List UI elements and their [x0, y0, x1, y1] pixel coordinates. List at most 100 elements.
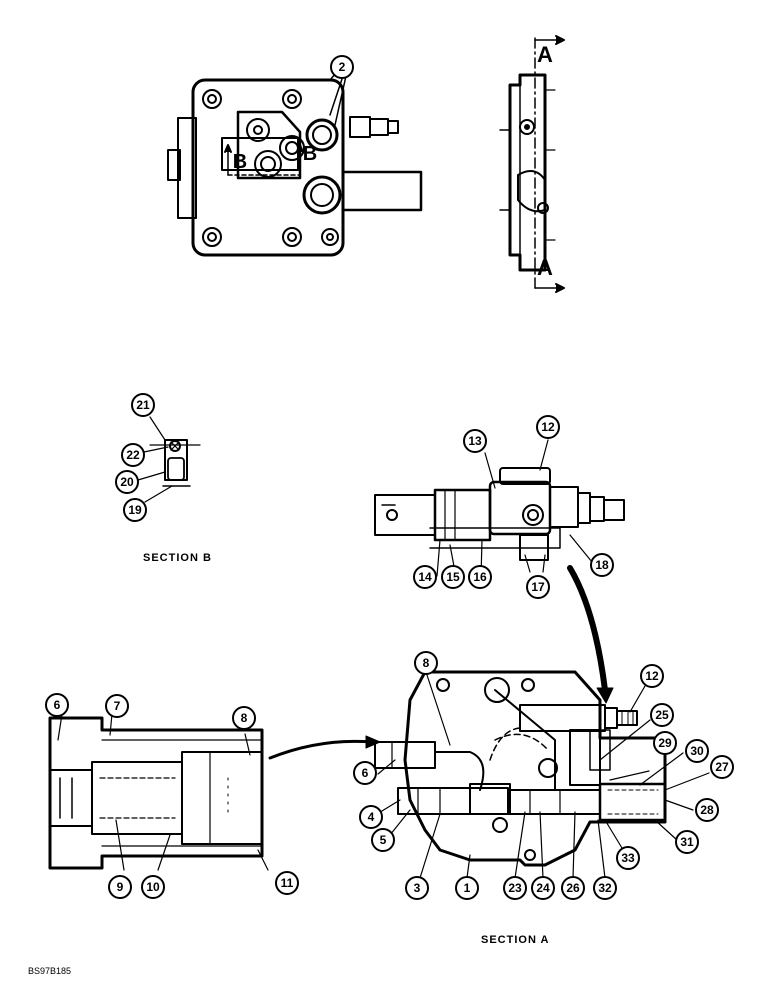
callout-number: 8 — [423, 656, 430, 670]
callout-circle — [463, 429, 487, 453]
callout-number: 7 — [114, 699, 121, 713]
callout-circle — [526, 575, 550, 599]
section-b-detail — [137, 416, 201, 503]
callout-number: 32 — [598, 881, 612, 895]
callout-number: 13 — [468, 434, 482, 448]
relief-valve-assembly — [374, 439, 625, 578]
callout-number: 8 — [241, 711, 248, 725]
callout-23: 23 — [503, 876, 527, 900]
section-a-mark-bottom: A — [537, 255, 553, 280]
callout-5: 5 — [371, 828, 395, 852]
callout-circle — [275, 871, 299, 895]
callout-number: 33 — [621, 851, 635, 865]
callout-circle — [330, 55, 354, 79]
callout-32: 32 — [593, 876, 617, 900]
callout-circle — [441, 565, 465, 589]
callout-number: 4 — [368, 810, 375, 824]
callout-6: 6 — [353, 761, 377, 785]
callout-circle — [536, 415, 560, 439]
callout-number: 30 — [690, 744, 704, 758]
callout-10: 10 — [141, 875, 165, 899]
callout-11: 11 — [275, 871, 299, 895]
section-b-caption: SECTION B — [143, 552, 212, 564]
callout-12: 12 — [640, 664, 664, 688]
callout-number: 3 — [414, 881, 421, 895]
callout-33: 33 — [616, 846, 640, 870]
callout-circle — [710, 755, 734, 779]
callout-16: 16 — [468, 565, 492, 589]
callout-number: 23 — [508, 881, 522, 895]
callout-7: 7 — [105, 694, 129, 718]
callout-number: 25 — [655, 708, 669, 722]
callout-number: 31 — [680, 835, 694, 849]
callout-circle — [131, 393, 155, 417]
callout-15: 15 — [441, 565, 465, 589]
callout-number: 18 — [595, 558, 609, 572]
cartridge-detail — [48, 713, 269, 871]
callout-circle — [468, 565, 492, 589]
callout-3: 3 — [405, 876, 429, 900]
callout-circle — [616, 846, 640, 870]
callout-2: 2 — [330, 55, 354, 79]
callout-number: 15 — [446, 570, 460, 584]
callout-number: 2 — [339, 60, 346, 74]
section-b-mark-left: B — [233, 151, 247, 173]
callout-number: 14 — [418, 570, 432, 584]
section-a-caption: SECTION A — [481, 934, 550, 946]
callout-6: 6 — [45, 693, 69, 717]
callout-21: 21 — [131, 393, 155, 417]
callout-14: 14 — [413, 565, 437, 589]
callout-19: 19 — [123, 498, 147, 522]
callout-1: 1 — [455, 876, 479, 900]
callout-circle — [531, 876, 555, 900]
callout-circle — [413, 565, 437, 589]
callout-circle — [115, 470, 139, 494]
callout-circle — [108, 875, 132, 899]
callout-circle — [371, 828, 395, 852]
callout-25: 25 — [650, 703, 674, 727]
callout-circle — [414, 651, 438, 675]
callout-27: 27 — [710, 755, 734, 779]
callout-24: 24 — [531, 876, 555, 900]
callout-number: 19 — [128, 503, 142, 517]
callout-number: 6 — [54, 698, 61, 712]
section-b-mark-right: B — [303, 143, 317, 165]
callout-circle — [123, 498, 147, 522]
callout-circle — [121, 443, 145, 467]
callout-number: 5 — [380, 833, 387, 847]
callout-number: 27 — [715, 760, 729, 774]
callout-number: 24 — [536, 881, 550, 895]
callout-number: 20 — [120, 475, 134, 489]
callout-circle — [561, 876, 585, 900]
callout-4: 4 — [359, 805, 383, 829]
figure-code: BS97B185 — [28, 966, 72, 976]
section-a-body — [371, 670, 710, 879]
callout-circle — [653, 731, 677, 755]
callout-number: 16 — [473, 570, 487, 584]
callout-13: 13 — [463, 429, 487, 453]
callout-circle — [503, 876, 527, 900]
callout-circle — [45, 693, 69, 717]
callout-9: 9 — [108, 875, 132, 899]
callout-number: 12 — [645, 669, 659, 683]
callout-8: 8 — [232, 706, 256, 730]
callout-circle — [593, 876, 617, 900]
callout-26: 26 — [561, 876, 585, 900]
callout-28: 28 — [695, 798, 719, 822]
callout-circle — [232, 706, 256, 730]
callout-number: 29 — [658, 736, 672, 750]
callout-29: 29 — [653, 731, 677, 755]
callout-31: 31 — [675, 830, 699, 854]
valve-top-view — [167, 65, 423, 257]
callout-18: 18 — [590, 553, 614, 577]
callout-circle — [105, 694, 129, 718]
callout-number: 10 — [146, 880, 160, 894]
valve-side-view — [499, 35, 565, 293]
callout-number: 12 — [541, 420, 555, 434]
callout-17: 17 — [526, 575, 550, 599]
section-a-mark-top: A — [537, 42, 553, 67]
callout-circle — [685, 739, 709, 763]
callout-circle — [405, 876, 429, 900]
